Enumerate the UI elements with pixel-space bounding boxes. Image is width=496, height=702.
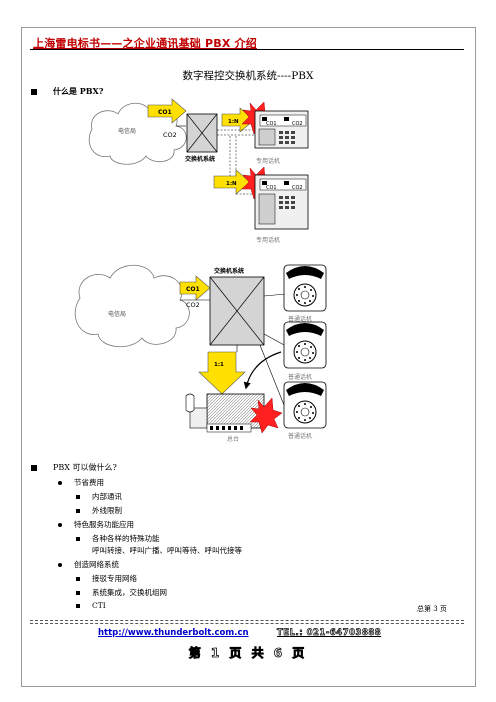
ratio-label-operator: 1:1 (214, 362, 224, 368)
bullet-dot-icon (58, 523, 62, 527)
footer-page-indicator: 第 1 页 共 6 页 (188, 646, 308, 661)
page-frame (21, 27, 476, 687)
square-bullet-icon (76, 509, 80, 513)
switch-system-label-2: 交换机系统 (214, 267, 244, 275)
bullet-dot-icon (58, 481, 62, 485)
phone-bottom-co2: CO2 (292, 185, 303, 191)
list-item: CTI (76, 601, 106, 610)
co2-label-2: CO2 (186, 301, 200, 309)
square-bullet-icon (31, 465, 37, 471)
co1-arrow-1 (147, 98, 187, 124)
ratio-label-top: 1:N (228, 119, 239, 125)
square-bullet-icon (76, 577, 80, 581)
list-item: 系统集成，交换机组网 (76, 587, 167, 598)
ordinary-phone-label-3: 普通话机 (288, 432, 312, 440)
cloud-shape-1 (88, 102, 187, 165)
section-heading: 什么是 PBX? (53, 86, 104, 96)
section-what-is-pbx: 什么是 PBX? (31, 86, 103, 97)
footer-url-link[interactable]: http://www.thunderbolt.com.cn (98, 628, 249, 638)
switch-system-label-1: 交换机系统 (185, 155, 215, 163)
square-bullet-icon (76, 591, 80, 595)
list-item: 接驳专用网络 (76, 573, 137, 584)
phone-bottom-co1: CO1 (266, 185, 277, 191)
footer-dash-rule-2 (30, 623, 464, 624)
dedicated-phone-label-bottom: 专用话机 (256, 236, 280, 244)
page-title: 数字程控交换机系统----PBX (182, 70, 314, 82)
header-rule (30, 49, 464, 50)
square-bullet-icon (76, 495, 80, 499)
ordinary-phone-2 (283, 321, 327, 369)
transfer-down-arrow (198, 351, 246, 395)
ratio-label-bottom: 1:N (226, 181, 237, 187)
operator-label: 总台 (227, 435, 239, 443)
cloud-shape-2 (74, 264, 190, 347)
co1-arrow-2 (179, 275, 211, 301)
footer-dash-rule (30, 620, 464, 621)
section-what-pbx-does: PBX 可以做什么? (31, 462, 117, 473)
bullet-dot-icon (58, 563, 62, 567)
list-item: 内部通讯 (76, 491, 122, 502)
phone-top-co1: CO1 (266, 121, 277, 127)
phone-top-co2: CO2 (292, 121, 303, 127)
1n-arrow-top (221, 107, 255, 133)
telecom-cloud-label-1: 电信局 (118, 127, 136, 135)
co1-label-2: CO1 (186, 286, 200, 293)
footer-tel: TEL.: 021-64703888 (277, 628, 382, 639)
square-bullet-icon (31, 89, 37, 95)
dedicated-phone-label-top: 专用话机 (256, 157, 280, 165)
ring-burst-icon-operator (249, 397, 283, 434)
co2-label-1: CO2 (163, 131, 177, 139)
square-bullet-icon (76, 537, 80, 541)
list-item: 节省费用 (58, 477, 104, 488)
list-item: 创造网络系统 (58, 559, 119, 570)
document-header: 上海雷电标书——之企业通讯基础 PBX 介绍 (33, 37, 257, 50)
co1-label-1: CO1 (158, 109, 172, 116)
ordinary-phone-3 (283, 381, 327, 429)
slide-page-number: 总第 3 页 (417, 605, 447, 613)
ordinary-phone-label-2: 普通话机 (288, 373, 312, 381)
square-bullet-icon (76, 604, 80, 608)
list-item: 外线限制 (76, 505, 122, 516)
section-heading: PBX 可以做什么? (53, 463, 117, 472)
ordinary-phone-label-1: 普通话机 (288, 315, 312, 323)
list-item: 各种各样的特殊功能 (76, 533, 160, 544)
transfer-curve-arrow (243, 351, 282, 390)
telecom-cloud-label-2: 电信局 (108, 310, 126, 318)
ordinary-phone-1 (283, 264, 327, 312)
list-item: 特色服务功能应用 (58, 519, 134, 530)
list-item: 呼叫转接、呼叫广播、呼叫等待、呼叫代接等 (92, 546, 242, 555)
